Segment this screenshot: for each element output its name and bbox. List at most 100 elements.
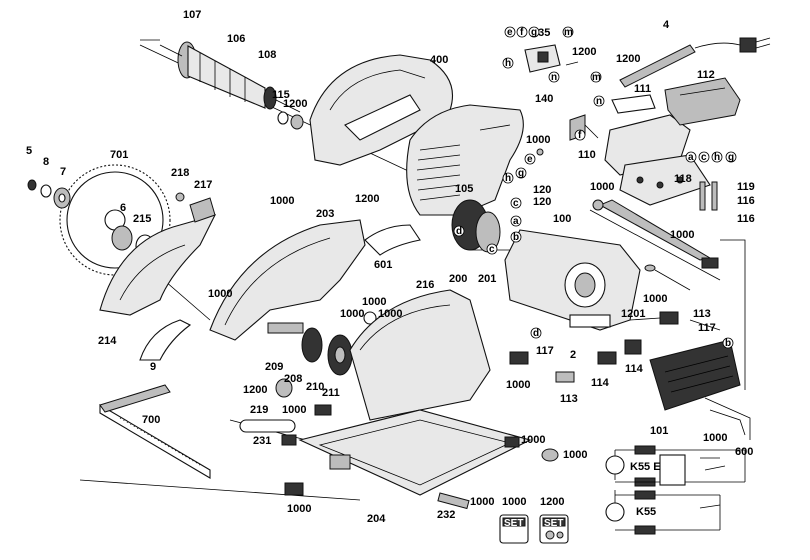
callout: 108 bbox=[258, 49, 276, 61]
callout: 214 bbox=[98, 335, 117, 347]
base-plate bbox=[298, 409, 532, 496]
model-k55e: K55 E bbox=[630, 461, 661, 473]
set2-number: 1200 bbox=[540, 496, 564, 508]
callout: 203 bbox=[316, 208, 334, 220]
cord-clamp bbox=[524, 44, 579, 73]
letter-h: h bbox=[505, 58, 511, 69]
callout: 2 bbox=[570, 349, 576, 361]
upper-blade-guard bbox=[209, 219, 366, 341]
callout: 113 bbox=[560, 393, 578, 405]
callout: 5 bbox=[26, 145, 32, 157]
callout: 4 bbox=[663, 19, 670, 31]
callout: 113 bbox=[693, 308, 711, 320]
letter-f: f bbox=[520, 27, 524, 38]
callout: 1000 bbox=[506, 379, 530, 391]
letter-c: c bbox=[513, 198, 519, 209]
callout: 1000 bbox=[521, 434, 545, 446]
callout: 1000 bbox=[670, 229, 694, 241]
callout: 216 bbox=[416, 279, 434, 291]
letter-callouts: e f g m h n m n f e g h c a b d c a c h … bbox=[453, 26, 737, 349]
letter-d: d bbox=[533, 328, 539, 339]
blade-washers bbox=[27, 179, 71, 209]
callout: 1000 bbox=[590, 181, 614, 193]
set1-number: 1000 bbox=[502, 496, 526, 508]
callout: 231 bbox=[253, 435, 271, 447]
callout: 105 bbox=[455, 183, 473, 195]
letter-c: c bbox=[701, 152, 707, 163]
armature bbox=[159, 41, 304, 130]
callout: 217 bbox=[194, 179, 212, 191]
callout: 209 bbox=[265, 361, 283, 373]
callout: 100 bbox=[553, 213, 571, 225]
callout: 7 bbox=[60, 166, 66, 178]
callout: 600 bbox=[735, 446, 753, 458]
callout: 6 bbox=[120, 202, 126, 214]
callout: 110 bbox=[578, 149, 596, 161]
callout: 211 bbox=[322, 387, 340, 399]
callout: 107 bbox=[183, 9, 201, 21]
letter-m: m bbox=[592, 72, 601, 83]
callout: 701 bbox=[110, 149, 128, 161]
set1-word: SET bbox=[504, 518, 523, 529]
callout: 1000 bbox=[362, 296, 386, 308]
callout: 1200 bbox=[572, 46, 596, 58]
callout: 106 bbox=[227, 33, 245, 45]
letter-e: e bbox=[507, 27, 513, 38]
electronics-module bbox=[555, 311, 721, 383]
callout: 1000 bbox=[208, 288, 232, 300]
letter-a: a bbox=[688, 152, 694, 163]
wiring-schematics bbox=[605, 445, 746, 535]
set2-word: SET bbox=[544, 518, 563, 529]
callout: 218 bbox=[171, 167, 189, 179]
gear-cover bbox=[349, 289, 491, 421]
guide-rod bbox=[598, 199, 719, 269]
callout: 117 bbox=[698, 322, 716, 334]
callout: 116 bbox=[737, 213, 755, 225]
lower-blade-guard bbox=[99, 197, 217, 316]
callout: 1000 bbox=[287, 503, 311, 515]
model-labels: K55 E K55 bbox=[630, 461, 661, 518]
letter-g: g bbox=[531, 27, 537, 38]
callout: 117 bbox=[536, 345, 554, 357]
electronics-cover bbox=[649, 339, 746, 436]
callout: 114 bbox=[591, 377, 610, 389]
callout: 1201 bbox=[621, 308, 645, 320]
long-screw bbox=[644, 264, 691, 291]
callout: 1000 bbox=[282, 404, 306, 416]
letter-a: a bbox=[513, 216, 519, 227]
callout: 140 bbox=[535, 93, 553, 105]
callout: 208 bbox=[284, 373, 302, 385]
callout: 8 bbox=[43, 156, 49, 168]
label-plate bbox=[611, 94, 656, 114]
callout: 219 bbox=[250, 404, 268, 416]
callout: 1000 bbox=[378, 308, 402, 320]
callout: 700 bbox=[142, 414, 160, 426]
callout: 115 bbox=[272, 89, 290, 101]
callout: 1000 bbox=[563, 449, 587, 461]
callout: 200 bbox=[449, 273, 467, 285]
letter-g: g bbox=[728, 152, 734, 163]
brush-holder bbox=[604, 114, 711, 206]
callout: 120 bbox=[533, 196, 551, 208]
callout: 1200 bbox=[616, 53, 640, 65]
callout: 1000 bbox=[470, 496, 494, 508]
letter-h: h bbox=[505, 173, 511, 184]
callout: 1000 bbox=[643, 293, 667, 305]
callout: 1000 bbox=[526, 134, 550, 146]
callout: 1000 bbox=[340, 308, 364, 320]
letter-b: b bbox=[513, 232, 519, 243]
letter-m: m bbox=[564, 27, 573, 38]
callout: 1200 bbox=[283, 98, 307, 110]
letter-n: n bbox=[551, 72, 557, 83]
chip-deflector bbox=[364, 224, 421, 256]
letter-n: n bbox=[596, 96, 602, 107]
callout: 215 bbox=[133, 213, 151, 225]
drive-spindle bbox=[267, 311, 390, 376]
callout: 116 bbox=[737, 195, 755, 207]
callout: 118 bbox=[674, 173, 692, 185]
callout: 114 bbox=[625, 363, 644, 375]
callout: 1000 bbox=[703, 432, 727, 444]
parallel-guide bbox=[99, 384, 211, 479]
